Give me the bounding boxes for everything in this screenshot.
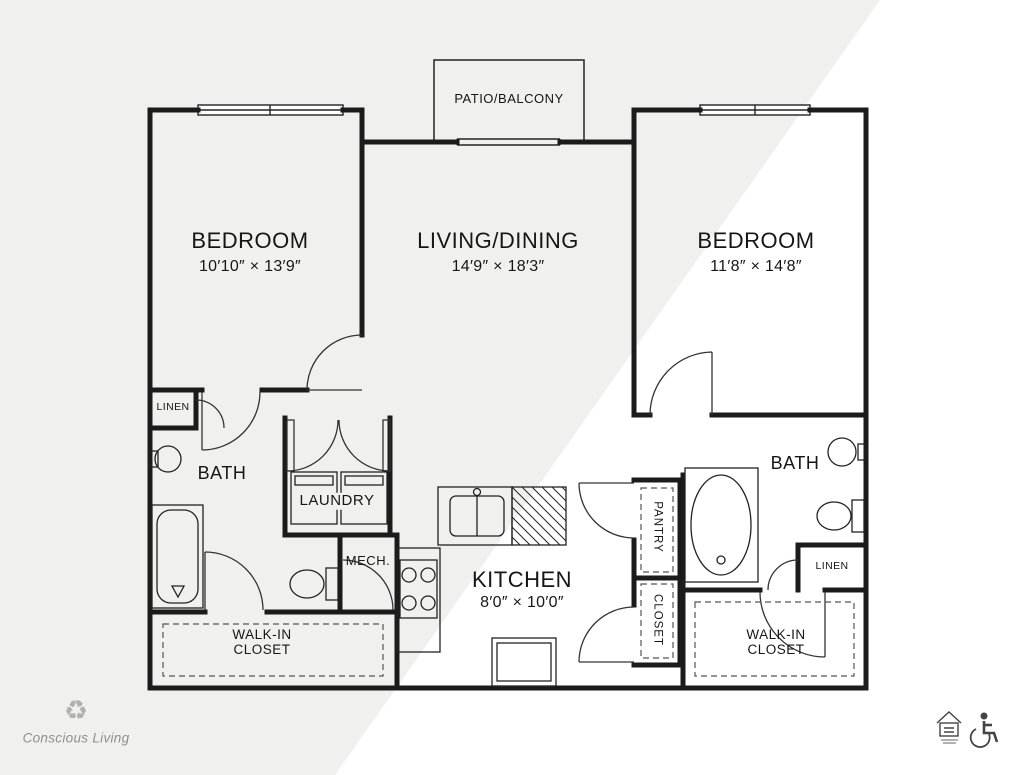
door-laundry-double: [286, 419, 391, 472]
walkin-right-line2: CLOSET: [747, 642, 805, 657]
bath-right-label: BATH: [770, 453, 820, 474]
kitchen-label: KITCHEN: [471, 566, 573, 592]
door-walkin-left: [204, 551, 264, 611]
door-pantry: [578, 482, 635, 539]
living-dining-label: LIVING/DINING: [417, 227, 579, 253]
bathtub-right-icon: [684, 467, 759, 583]
patio-label: PATIO/BALCONY: [454, 90, 564, 106]
bath-left-label: BATH: [197, 463, 247, 484]
linen-right-label: LINEN: [815, 560, 849, 573]
door-linen-right: [767, 559, 799, 591]
door-linen-left: [195, 399, 225, 429]
bathtub-left-icon: [151, 504, 204, 609]
equal-housing-icon: [936, 711, 962, 744]
laundry-door-panel: [382, 419, 391, 472]
door-bedroom-right: [649, 351, 713, 416]
mech-label: MECH.: [345, 552, 391, 568]
door-walkin-right: [759, 591, 826, 658]
door-bath-left: [201, 391, 261, 451]
bedroom-left-dims: 10′10″ × 13′9″: [198, 258, 302, 276]
toilet-right-icon: [816, 499, 865, 533]
bedroom-left-label: BEDROOM: [191, 227, 309, 253]
walkin-left-line2: CLOSET: [233, 642, 291, 657]
fixtures: [149, 437, 867, 687]
walkin-closet-left-label: WALK-IN CLOSET: [232, 627, 292, 658]
closet-shelf-dashes: [162, 487, 855, 677]
living-dining-dims: 14′9″ × 18′3″: [451, 258, 545, 276]
brand-logo-text: Conscious Living: [22, 730, 130, 746]
pantry-label: PANTRY: [650, 498, 664, 556]
toilet-left-icon: [289, 567, 339, 601]
kitchen-dims: 8′0″ × 10′0″: [480, 594, 564, 612]
background-diagonal: [0, 0, 880, 775]
sink-left-icon: [149, 445, 182, 473]
bedroom-right-dims: 11′8″ × 14′8″: [710, 258, 802, 276]
stove-icon: [396, 547, 441, 653]
door-closet: [578, 606, 635, 663]
laundry-label: LAUNDRY: [296, 492, 378, 510]
refrigerator-hatch-icon: [511, 486, 567, 546]
patio-outline: [433, 59, 585, 146]
walkin-closet-right-label: WALK-IN CLOSET: [746, 627, 806, 658]
laundry-door-panel: [286, 419, 295, 472]
recycle-icon: ♻: [63, 695, 89, 726]
island-icon: [491, 637, 557, 687]
door-mech: [342, 559, 394, 611]
linen-left-label: LINEN: [156, 401, 190, 414]
door-bedroom-left: [306, 334, 363, 391]
closet-label: CLOSET: [650, 590, 664, 650]
walkin-right-line1: WALK-IN: [746, 627, 806, 643]
sink-right-icon: [827, 437, 867, 467]
walls: [147, 107, 869, 691]
doors: [195, 334, 826, 663]
bedroom-right-label: BEDROOM: [697, 227, 815, 253]
walkin-left-line1: WALK-IN: [232, 627, 292, 643]
accessibility-icon: [969, 712, 999, 748]
